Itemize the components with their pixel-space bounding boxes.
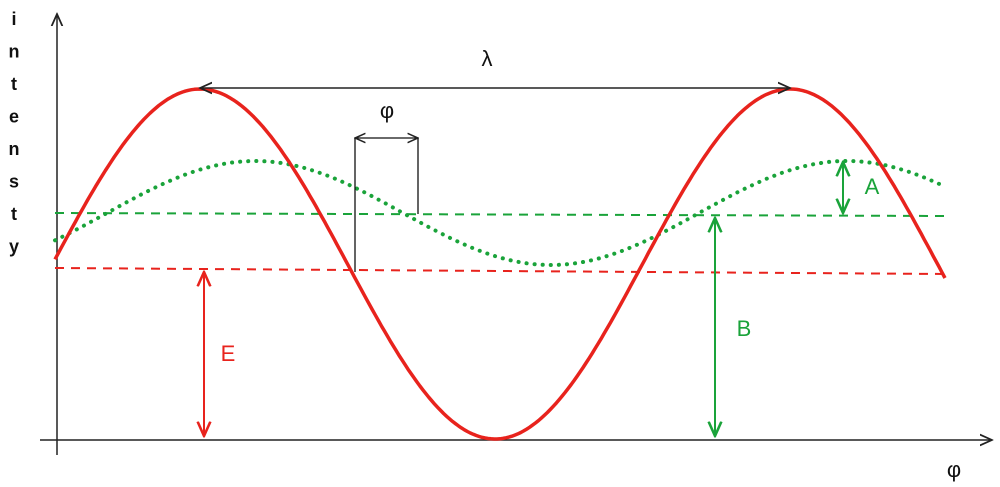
a-label: A [865,174,880,199]
y-axis-letter: y [9,237,19,257]
b-label: B [737,316,752,341]
y-axis-letter: s [9,172,19,192]
green-offset-line [54,212,946,217]
e-label: E [221,341,236,366]
green-dotted-wave [53,159,947,267]
x-axis-label: φ [947,457,961,482]
y-axis-letter: n [9,139,20,159]
y-axis-letter: t [11,204,17,224]
y-axis-letter: i [11,9,16,29]
y-axis-letter: n [9,42,20,62]
phase-label: φ [380,98,394,123]
y-axis-letter: e [9,107,19,127]
y-axis-letter: t [11,74,17,94]
red-offset-line [54,267,946,275]
red-wave [53,87,947,441]
wavelength-label: λ [482,46,493,71]
